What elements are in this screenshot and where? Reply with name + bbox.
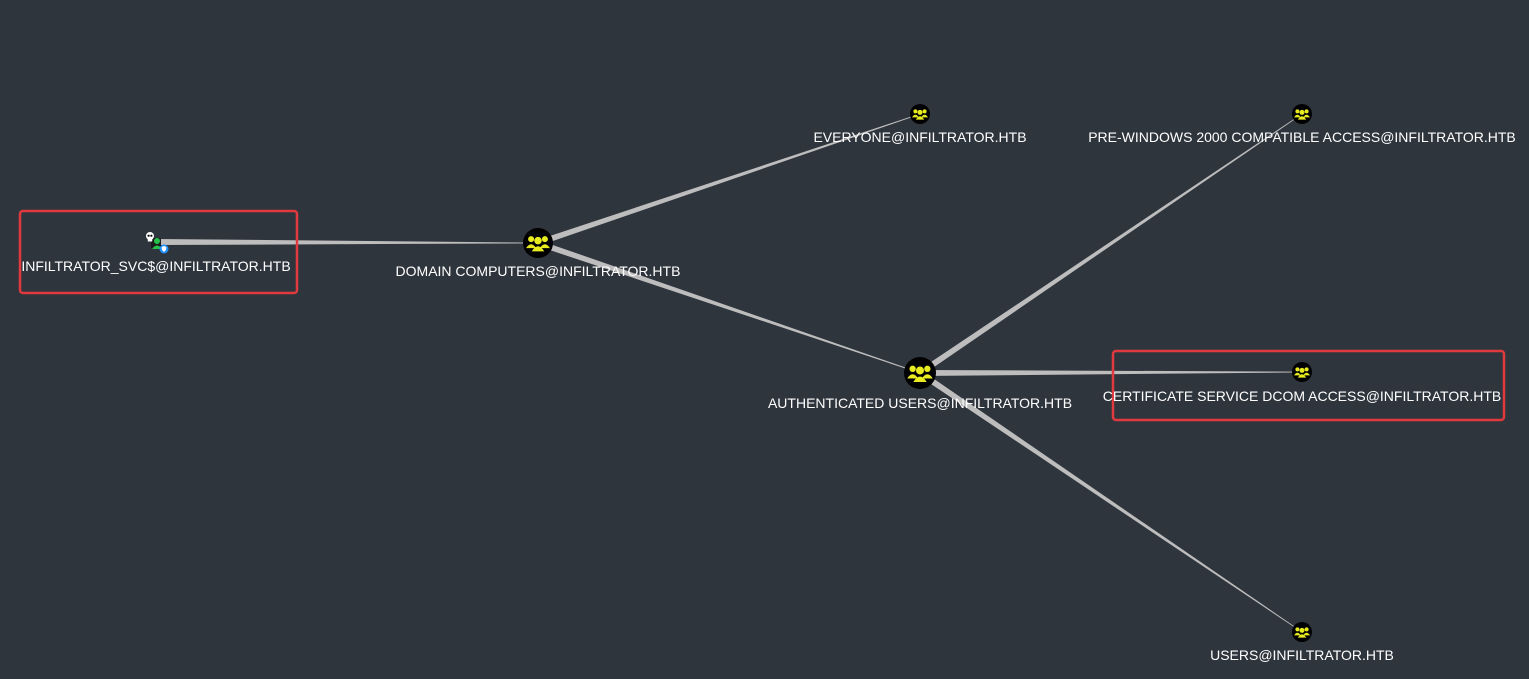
group-icon <box>1292 104 1312 124</box>
group-icon <box>1292 622 1312 642</box>
group-icon <box>523 228 553 258</box>
group-icon <box>904 357 936 389</box>
node-svc[interactable]: INFILTRATOR_SVC$@INFILTRATOR.HTB <box>21 232 291 274</box>
group-icon <box>910 104 930 124</box>
node-dc[interactable]: DOMAIN COMPUTERS@INFILTRATOR.HTB <box>396 228 681 279</box>
node-label: USERS@INFILTRATOR.HTB <box>1210 647 1394 663</box>
edge-dc-everyone[interactable] <box>537 113 921 246</box>
node-everyone[interactable]: EVERYONE@INFILTRATOR.HTB <box>813 104 1027 145</box>
edge-dc-auth[interactable] <box>537 240 921 374</box>
highlight-box-certdcom <box>1111 349 1506 422</box>
node-label: INFILTRATOR_SVC$@INFILTRATOR.HTB <box>21 258 290 274</box>
shield-icon <box>159 244 169 254</box>
node-label: PRE-WINDOWS 2000 COMPATIBLE ACCESS@INFIL… <box>1088 129 1516 145</box>
edge-auth-certdcom[interactable] <box>920 370 1302 376</box>
node-prewin[interactable]: PRE-WINDOWS 2000 COMPATIBLE ACCESS@INFIL… <box>1088 104 1516 145</box>
node-auth[interactable]: AUTHENTICATED USERS@INFILTRATOR.HTB <box>768 357 1072 411</box>
edge-svc-dc[interactable] <box>156 239 538 245</box>
node-label: AUTHENTICATED USERS@INFILTRATOR.HTB <box>768 395 1072 411</box>
node-certdcom[interactable]: CERTIFICATE SERVICE DCOM ACCESS@INFILTRA… <box>1103 362 1502 404</box>
node-label: DOMAIN COMPUTERS@INFILTRATOR.HTB <box>396 263 681 279</box>
edges-layer <box>156 113 1303 633</box>
group-icon <box>1292 362 1312 382</box>
user-computer-owned-icon <box>146 232 169 254</box>
node-users[interactable]: USERS@INFILTRATOR.HTB <box>1210 622 1394 663</box>
skull-icon <box>146 232 154 242</box>
node-label: CERTIFICATE SERVICE DCOM ACCESS@INFILTRA… <box>1103 388 1502 404</box>
node-label: EVERYONE@INFILTRATOR.HTB <box>813 129 1026 145</box>
edge-auth-users[interactable] <box>918 370 1303 633</box>
highlight-layer <box>18 209 1506 422</box>
highlight-box-svc <box>18 209 299 295</box>
nodes-layer: INFILTRATOR_SVC$@INFILTRATOR.HTB DOMAIN C… <box>21 104 1516 663</box>
edge-auth-prewin[interactable] <box>918 113 1303 376</box>
